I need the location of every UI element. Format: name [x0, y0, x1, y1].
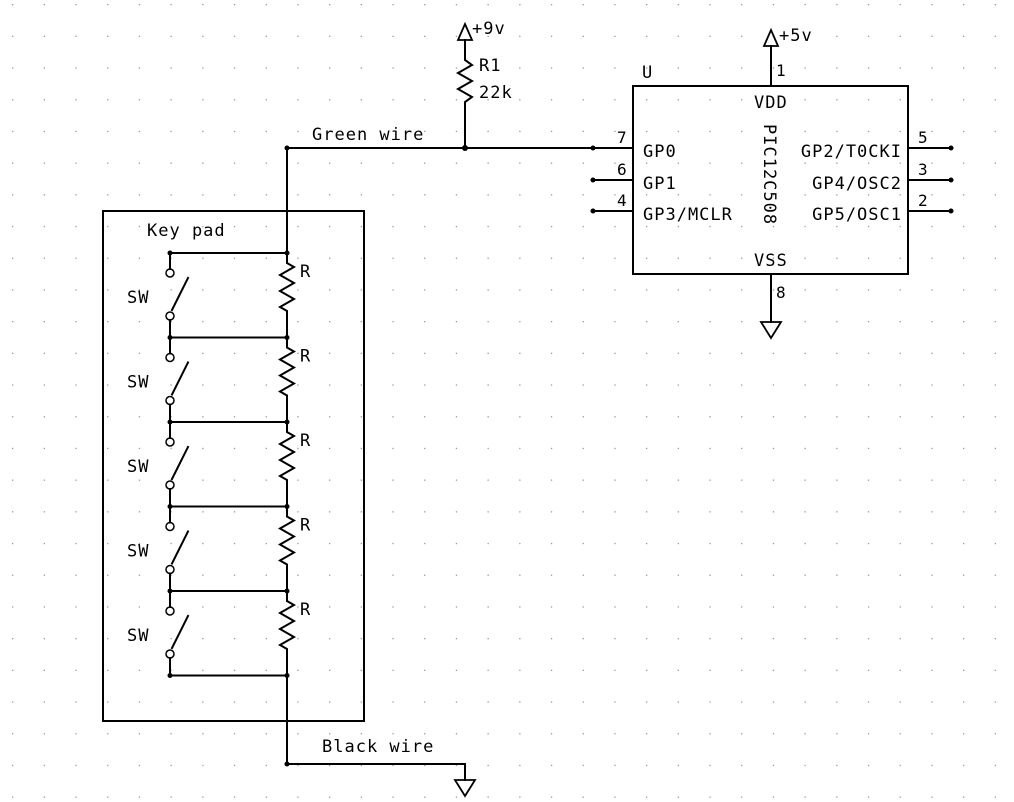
- keypad: Key pad SW R SW R SW R SW R SW R: [102, 210, 365, 722]
- vss-label: VSS: [754, 251, 788, 271]
- vcc5-label: +5v: [779, 26, 813, 46]
- resistor: R: [277, 252, 311, 339]
- resistor-label: R: [300, 347, 311, 367]
- resistor: R: [277, 505, 311, 592]
- pin-name: GP4/OSC2: [812, 174, 902, 194]
- keypad-row: SW R: [127, 588, 311, 677]
- green-wire-label: Green wire: [312, 125, 424, 145]
- keypad-row: SW R: [127, 504, 311, 592]
- pin-name: GP3/MCLR: [643, 205, 733, 225]
- switch: SW: [127, 336, 190, 423]
- pin-name: GP1: [643, 174, 677, 194]
- pin-name: GP5/OSC1: [812, 205, 902, 225]
- ic-pin-gp5-osc1: 2 GP5/OSC1: [812, 191, 954, 225]
- pin-number: 3: [918, 160, 928, 179]
- ic-part-name: PIC12C508: [759, 124, 779, 225]
- keypad-row: SW R: [127, 250, 311, 339]
- vdd-pin-number: 1: [776, 61, 786, 80]
- switch-label: SW: [127, 542, 149, 562]
- ic-pin-gp4-osc2: 3 GP4/OSC2: [812, 160, 954, 194]
- resistor-label: R: [300, 262, 311, 282]
- ic-pic12c508: U PIC12C508 +5v 1 VDD 8 VSS 7 GP0 6 GP1 …: [590, 26, 954, 340]
- keypad-title: Key pad: [147, 221, 226, 241]
- pin-number: 7: [617, 128, 627, 147]
- switch: SW: [127, 252, 190, 339]
- switch-label: SW: [127, 288, 149, 308]
- switch-label: SW: [127, 373, 149, 393]
- switch: SW: [127, 590, 190, 677]
- resistor: R: [277, 421, 311, 508]
- keypad-rows: SW R SW R SW R SW R SW R: [127, 250, 311, 678]
- pin-number: 4: [617, 191, 627, 210]
- green-wire: Green wire: [284, 125, 594, 254]
- resistor-label: R: [300, 431, 311, 451]
- ic-pin-gp3-mclr: 4 GP3/MCLR: [590, 191, 733, 225]
- resistor-label: R: [300, 600, 311, 620]
- pin-name: GP0: [643, 142, 677, 162]
- background-grid: [12, 4, 996, 798]
- pin-number: 2: [918, 191, 928, 210]
- r1-ref: R1: [479, 56, 501, 76]
- resistor: R: [277, 590, 311, 677]
- resistor-label: R: [300, 516, 311, 536]
- pin-number: 5: [918, 128, 928, 147]
- r1-value: 22k: [479, 83, 513, 103]
- vcc9-label: +9v: [472, 19, 506, 39]
- vcc9-symbol: +9v: [456, 19, 506, 57]
- ic-pin-gp2-t0cki: 5 GP2/T0CKI: [801, 128, 954, 162]
- ic-ref: U: [642, 63, 653, 83]
- vss-pin-number: 8: [776, 283, 786, 302]
- vdd-label: VDD: [754, 93, 788, 113]
- black-wire-label: Black wire: [322, 737, 434, 757]
- switch-label: SW: [127, 457, 149, 477]
- black-wire: Black wire: [284, 674, 477, 798]
- switch-label: SW: [127, 626, 149, 646]
- pin-number: 6: [617, 160, 627, 179]
- resistor: R: [277, 336, 311, 423]
- ic-pin-gp1: 6 GP1: [590, 160, 677, 194]
- switch: SW: [127, 421, 190, 508]
- ic-pin-gp0: 7 GP0: [590, 128, 677, 162]
- keypad-bottom-bus: [167, 673, 290, 678]
- keypad-row: SW R: [127, 335, 311, 423]
- r1-resistor: R1 22k: [455, 55, 513, 149]
- pin-name: GP2/T0CKI: [801, 142, 902, 162]
- switch: SW: [127, 505, 190, 592]
- keypad-row: SW R: [127, 419, 311, 508]
